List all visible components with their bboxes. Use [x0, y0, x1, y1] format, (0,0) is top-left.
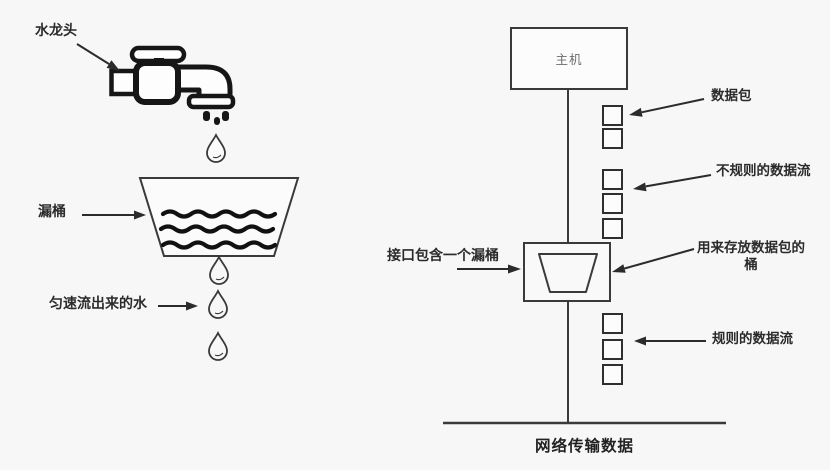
packet-square [602, 128, 623, 149]
packet-square [602, 313, 623, 334]
host-box [510, 27, 628, 90]
faucet-label: 水龙头 [35, 23, 77, 39]
packet-square [602, 218, 623, 239]
packet-square [602, 193, 623, 214]
packet-square [602, 364, 623, 385]
water-droplet [208, 330, 228, 361]
outflow-label: 匀速流出来的水 [49, 296, 147, 312]
store-bucket-arrow [612, 248, 695, 273]
irregular-packets [602, 105, 623, 239]
faucet-icon [109, 45, 236, 125]
packet-arrow [629, 98, 705, 117]
water-droplet [209, 254, 229, 285]
bucket-arrow [82, 210, 146, 220]
interface-label: 接口包含一个漏桶 [387, 248, 499, 264]
faucet-arrow [76, 43, 120, 71]
network-label: 网络传输数据 [534, 437, 634, 455]
irregular-flow-arrow [633, 174, 712, 192]
water-droplet [208, 288, 228, 319]
store-bucket-label-line2: 桶 [744, 256, 758, 273]
water-waves [158, 209, 278, 250]
bucket-label: 漏桶 [38, 204, 66, 220]
regular-flow-arrow [634, 336, 706, 346]
water-droplet [206, 132, 226, 163]
store-bucket-label-line1: 用来存放数据包的 [697, 240, 805, 256]
regular-flow-label: 规则的数据流 [712, 331, 793, 347]
packet-square [602, 169, 623, 190]
host-label: 主机 [555, 52, 583, 67]
irregular-flow-label: 不规则的数据流 [716, 163, 811, 179]
faucet-drip-dots [203, 111, 229, 125]
packet-square [602, 339, 623, 360]
store-bucket-label: 用来存放数据包的 桶 [692, 240, 810, 274]
packet-label: 数据包 [711, 88, 752, 104]
interface-bucket-shape [538, 253, 598, 293]
regular-packets [602, 313, 623, 385]
interface-arrow [457, 264, 521, 274]
bucket-shape [138, 177, 300, 257]
packet-square [602, 105, 623, 126]
outflow-arrow [158, 301, 198, 311]
